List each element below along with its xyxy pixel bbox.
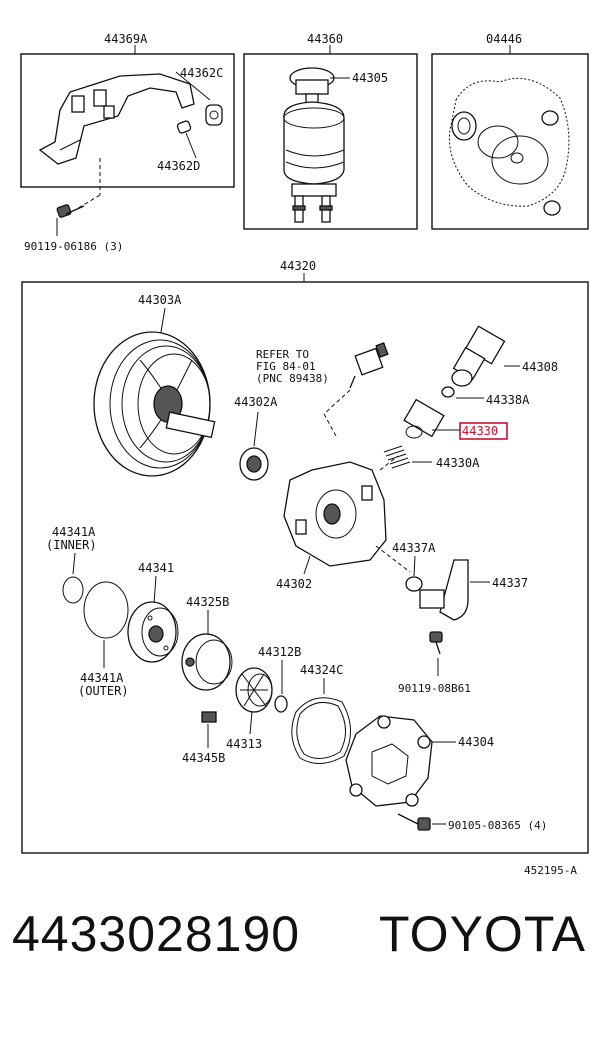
seal-ring-1 — [451, 111, 477, 141]
refer-line-3[interactable]: (PNC 89438) — [256, 372, 329, 385]
label-44308[interactable]: 44308 — [522, 360, 558, 374]
vane-plate: 44345B — [182, 711, 225, 765]
label-44325b[interactable]: 44325B — [186, 595, 229, 609]
label-44330a[interactable]: 44330A — [436, 456, 480, 470]
label-44337[interactable]: 44337 — [492, 576, 528, 590]
union-connector: 44308 44338A — [441, 325, 558, 407]
rotor: 44313 — [226, 667, 273, 751]
bracket-group: 44369A 44362C 44362D — [20, 32, 235, 211]
label-44330[interactable]: 44330 — [462, 424, 498, 438]
label-44302a[interactable]: 44302A — [234, 395, 278, 409]
label-44362c[interactable]: 44362C — [180, 66, 223, 80]
brand-name: TOYOTA — [379, 906, 586, 962]
pump-assembly-frame — [21, 281, 589, 854]
label-44341a-outer[interactable]: 44341A — [80, 671, 124, 685]
pump-assembly-group: 44320 — [21, 259, 589, 854]
label-44312b[interactable]: 44312B — [258, 645, 301, 659]
exploded-view-svg: 44369A 44362C 44362D 90119-06186 (3) 443… — [20, 32, 589, 877]
pump-housing: 44302 — [276, 455, 411, 591]
label-44303a[interactable]: 44303A — [138, 293, 182, 307]
footer: 4433028190 TOYOTA — [0, 905, 600, 985]
refer-line-1: REFER TO — [256, 348, 309, 361]
snap-ring: 44312B — [258, 645, 301, 713]
label-44320[interactable]: 44320 — [280, 259, 316, 273]
cam-ring: 44341 — [127, 561, 179, 663]
reservoir-tank — [283, 101, 345, 185]
label-44313[interactable]: 44313 — [226, 737, 262, 751]
highlight-box — [459, 422, 508, 440]
pressure-switch — [354, 347, 384, 376]
suction-port: 44337A 44337 90119-08B61 — [392, 541, 528, 695]
label-04446[interactable]: 04446 — [486, 32, 522, 46]
label-90105-08365[interactable]: 90105-08365 (4) — [448, 819, 547, 832]
rear-housing: 44304 90105-08365 (4) — [345, 715, 547, 832]
label-44305[interactable]: 44305 — [352, 71, 388, 85]
label-44360[interactable]: 44360 — [307, 32, 343, 46]
side-plate: 44325B — [181, 595, 233, 691]
valve-spring: 44330A — [383, 445, 480, 470]
reservoir-group: 44360 44305 — [243, 32, 418, 230]
flow-control-valve: 44330 — [403, 398, 508, 440]
suction-oring — [405, 576, 423, 592]
front-bearing: 44302A — [234, 395, 278, 481]
pulley: 44303A — [93, 293, 216, 477]
label-90119-08b61[interactable]: 90119-08B61 — [398, 682, 471, 695]
label-44369a[interactable]: 44369A — [104, 32, 148, 46]
part-number: 4433028190 — [12, 906, 301, 962]
gasket-kit-frame — [431, 53, 589, 230]
label-44341[interactable]: 44341 — [138, 561, 174, 575]
label-44324c[interactable]: 44324C — [300, 663, 343, 677]
bracket-cushion — [205, 104, 223, 126]
gasket-kit-group: 04446 — [431, 32, 589, 230]
figure-code: 452195-A — [524, 864, 577, 877]
bracket-collar — [176, 120, 192, 134]
label-44302[interactable]: 44302 — [276, 577, 312, 591]
label-inner-note[interactable]: (INNER) — [46, 538, 97, 552]
bracket-plate — [38, 73, 195, 165]
cover-gasket: 44324C — [291, 663, 351, 764]
refer-note: REFER TO FIG 84-01 (PNC 89438) — [256, 342, 389, 437]
outer-oring: 44341A (OUTER) — [78, 581, 129, 698]
bracket-frame — [20, 53, 235, 188]
label-90119-06186[interactable]: 90119-06186 (3) — [24, 240, 123, 253]
union-oring — [441, 386, 455, 398]
label-44341a-inner[interactable]: 44341A — [52, 525, 96, 539]
label-44338a[interactable]: 44338A — [486, 393, 530, 407]
label-44345b[interactable]: 44345B — [182, 751, 225, 765]
refer-line-2: FIG 84-01 — [256, 360, 316, 373]
pump-shaft — [165, 411, 216, 439]
label-44362d[interactable]: 44362D — [157, 159, 200, 173]
pulley-rim — [93, 331, 211, 477]
inner-oring: 44341A (INNER) — [46, 525, 97, 604]
bracket-bolt: 90119-06186 (3) — [24, 204, 123, 253]
label-44337a[interactable]: 44337A — [392, 541, 436, 555]
label-outer-note[interactable]: (OUTER) — [78, 684, 129, 698]
label-44304[interactable]: 44304 — [458, 735, 494, 749]
gasket-oring — [491, 135, 549, 185]
